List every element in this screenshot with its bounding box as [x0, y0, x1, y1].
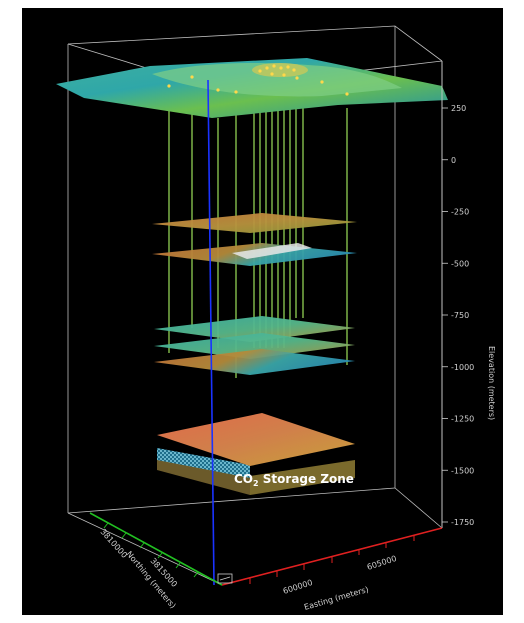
- elevation-tick-label: -1000: [451, 363, 474, 372]
- storage-zone-label: CO2 Storage Zone: [234, 472, 354, 488]
- vertical-reference-line: [207, 79, 215, 586]
- easting-axis: 600000 605000 Easting (meters): [221, 527, 443, 612]
- elevation-tick-label: -750: [451, 311, 469, 320]
- elevation-tick-label: -1500: [451, 466, 474, 475]
- topographic-surface: [56, 58, 448, 118]
- model-canvas: CO2 Storage Zone 250 0 -250 -500 -750 -1000 -1…: [56, 25, 496, 612]
- elevation-axis-title: Elevation (meters): [487, 346, 496, 420]
- horizon-4: [154, 333, 355, 359]
- easting-axis-title: Easting (meters): [303, 585, 370, 612]
- elevation-tick-label: -1250: [451, 415, 474, 424]
- horizon-2: [152, 243, 357, 266]
- northing-axis: 3810000 3815000 Northing (meters): [89, 512, 223, 610]
- horizon-1: [152, 213, 357, 233]
- horizon-5: [154, 349, 355, 375]
- elevation-tick-label: -250: [451, 208, 469, 217]
- horizon-3: [154, 316, 355, 342]
- elevation-tick-label: 250: [451, 104, 466, 113]
- co2-storage-zone: CO2 Storage Zone: [157, 413, 355, 495]
- elevation-tick-label: 0: [451, 156, 456, 165]
- easting-tick-605000: 605000: [366, 554, 398, 572]
- elevation-tick-label: -500: [451, 259, 469, 268]
- elevation-tick-label: -1750: [451, 518, 474, 527]
- easting-tick-600000: 600000: [282, 578, 314, 596]
- axis-origin-marker: [217, 573, 233, 584]
- elevation-ticks: 250 0 -250 -500 -750 -1000 -1250 -1500 -1750: [442, 104, 474, 527]
- 3d-geologic-model-viewport[interactable]: CO2 Storage Zone 250 0 -250 -500 -750 -1000 -1…: [22, 8, 503, 615]
